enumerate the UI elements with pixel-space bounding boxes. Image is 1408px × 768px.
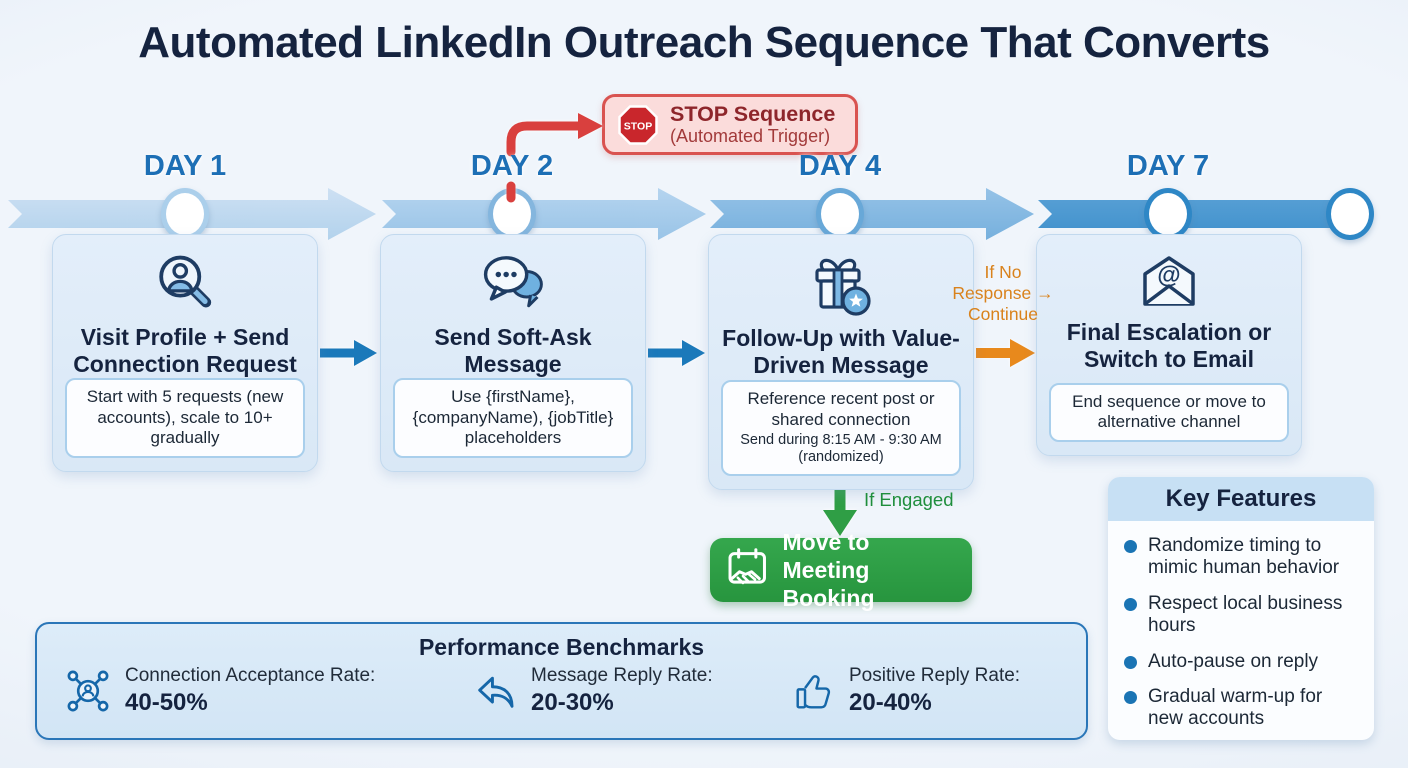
svg-text:@: @	[1157, 262, 1180, 289]
bullet-icon	[1124, 540, 1137, 553]
key-features-panel: Key Features Randomize timing to mimic h…	[1108, 477, 1374, 740]
step-card-day1: Visit Profile + Send Connection Request …	[52, 234, 318, 472]
step-note-detail: Send during 8:15 AM - 9:30 AM (randomize…	[740, 431, 942, 466]
key-features-list: Randomize timing to mimic human behavior…	[1108, 521, 1374, 731]
bullet-icon	[1124, 655, 1137, 669]
stat-positive-reply: Positive Reply Rate: 20-40%	[792, 664, 1020, 718]
day-label-7: DAY 7	[1126, 150, 1210, 182]
feature-item: Gradual warm-up for new accounts	[1124, 686, 1362, 731]
stat-label: Positive Reply Rate:	[849, 665, 1021, 686]
bullet-icon	[1124, 597, 1137, 611]
benchmarks-title: Performance Benchmarks	[418, 634, 705, 660]
step-card-day2: Send Soft-Ask Message Use {firstName}, {…	[380, 234, 646, 472]
reply-arrow-icon	[478, 676, 514, 708]
card-arrow-1	[320, 340, 377, 366]
timeline-segment-4	[1038, 200, 1350, 228]
cta-label: Move to Meeting Booking	[782, 528, 875, 612]
network-icon	[67, 670, 109, 712]
stat-value: 40-50%	[125, 688, 208, 716]
timeline-segment-2	[382, 188, 706, 240]
step-title: Visit Profile + Send Connection Request	[73, 323, 297, 377]
stop-title: STOP Sequence	[670, 102, 836, 127]
timeline-segment-3	[710, 188, 1034, 240]
stat-label: Message Reply Rate:	[531, 665, 713, 686]
step-note-main: Reference recent post or shared connecti…	[747, 389, 935, 429]
engaged-label: If Engaged	[864, 489, 954, 510]
card-arrow-2	[648, 340, 705, 366]
feature-item: Respect local business hours	[1124, 593, 1362, 638]
no-response-arrow	[976, 339, 1035, 367]
feature-item: Randomize timing to mimic human behavior	[1124, 535, 1362, 580]
timeline-node-day2	[488, 188, 536, 240]
step-note: End sequence or move to alternative chan…	[1049, 382, 1289, 442]
stop-sign-icon: STOP	[618, 104, 658, 145]
step-card-day7: @ Final Escalation or Switch to Email En…	[1036, 234, 1302, 456]
timeline-node-day7	[1144, 188, 1192, 240]
day-label-2: DAY 2	[470, 150, 554, 182]
day-label-1: DAY 1	[143, 150, 227, 182]
step-note: Reference recent post or shared connecti…	[721, 380, 961, 476]
step-note: Start with 5 requests (new accounts), sc…	[65, 377, 305, 458]
benchmarks-panel: Performance Benchmarks	[35, 622, 1088, 740]
step-note: Use {firstName}, {companyName), {jobTitl…	[393, 377, 633, 458]
stat-connection-acceptance: Connection Acceptance Rate: 40-50%	[64, 664, 375, 718]
timeline-node-day1	[161, 188, 209, 240]
no-response-label: If No Response → Continue	[952, 262, 1054, 324]
step-title: Send Soft-Ask Message	[434, 323, 592, 377]
chat-bubbles-icon	[483, 256, 543, 308]
bullet-icon	[1124, 691, 1137, 705]
stat-value: 20-30%	[531, 688, 614, 716]
profile-search-icon	[159, 255, 212, 308]
timeline-node-day4	[816, 188, 864, 240]
stop-sequence-callout: STOP STOP Sequence (Automated Trigger)	[602, 94, 858, 155]
timeline-node-end	[1326, 188, 1374, 240]
stop-sign-label: STOP	[624, 120, 652, 132]
thumbs-up-icon	[796, 674, 831, 709]
feature-item: Auto-pause on reply	[1124, 651, 1362, 673]
stat-value: 20-40%	[849, 688, 932, 716]
open-email-icon: @	[1143, 256, 1195, 306]
stat-label: Connection Acceptance Rate:	[125, 665, 376, 686]
meeting-booking-cta: Move to Meeting Booking	[710, 529, 972, 611]
page-title: Automated LinkedIn Outreach Sequence Tha…	[138, 18, 1270, 67]
step-title: Final Escalation or Switch to Email	[1066, 319, 1272, 373]
stat-message-reply: Message Reply Rate: 20-30%	[472, 664, 713, 718]
step-card-day4: Follow-Up with Value-Driven Message Refe…	[708, 234, 974, 490]
key-features-title: Key Features	[1108, 477, 1374, 521]
calendar-handshake-icon	[728, 548, 766, 585]
step-title: Follow-Up with Value-Driven Message	[722, 325, 960, 379]
gift-star-icon	[815, 258, 871, 316]
day-label-4: DAY 4	[798, 150, 882, 182]
stop-subtitle: (Automated Trigger)	[670, 126, 831, 147]
